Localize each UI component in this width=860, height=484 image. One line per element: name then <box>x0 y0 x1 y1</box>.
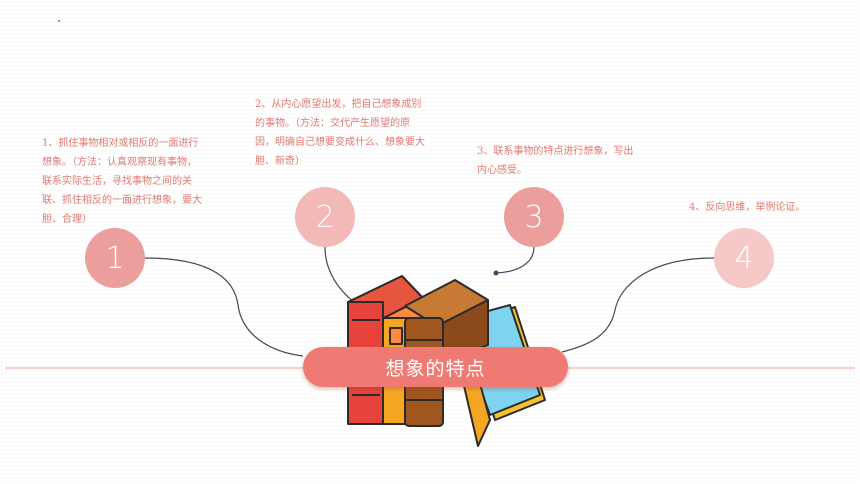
connector-1 <box>144 257 304 357</box>
connector-3-dot <box>493 270 499 276</box>
step-text-3: 3、联系事物的特点进行想象，写出内心感受。 <box>477 146 634 176</box>
step-number-2: 2 <box>315 199 335 235</box>
dot-mark <box>58 20 60 22</box>
step-circle-2: 2 <box>295 187 355 247</box>
step-number-4: 4 <box>734 240 754 276</box>
step-circle-4: 4 <box>714 228 774 288</box>
step-text-4: 4、反向思维，举例论证。 <box>689 202 806 213</box>
connector-3 <box>495 246 535 274</box>
page-title: 想象的特点 <box>385 357 486 380</box>
step-number-1: 1 <box>105 240 125 276</box>
connector-4 <box>561 257 715 353</box>
step-circle-1: 1 <box>85 228 145 288</box>
step-number-3: 3 <box>524 199 544 235</box>
title-banner: 想象的特点 <box>303 347 568 387</box>
step-text-2: 2、从内心愿望出发，把自己想象成别的事物。（方法：交代产生愿望的原因，明确自己想… <box>255 99 425 167</box>
step-text-1: 1、抓住事物相对或相反的一面进行想象。（方法：认真观察现有事物，联系实际生活，寻… <box>42 138 202 225</box>
step-circle-3: 3 <box>504 187 564 247</box>
